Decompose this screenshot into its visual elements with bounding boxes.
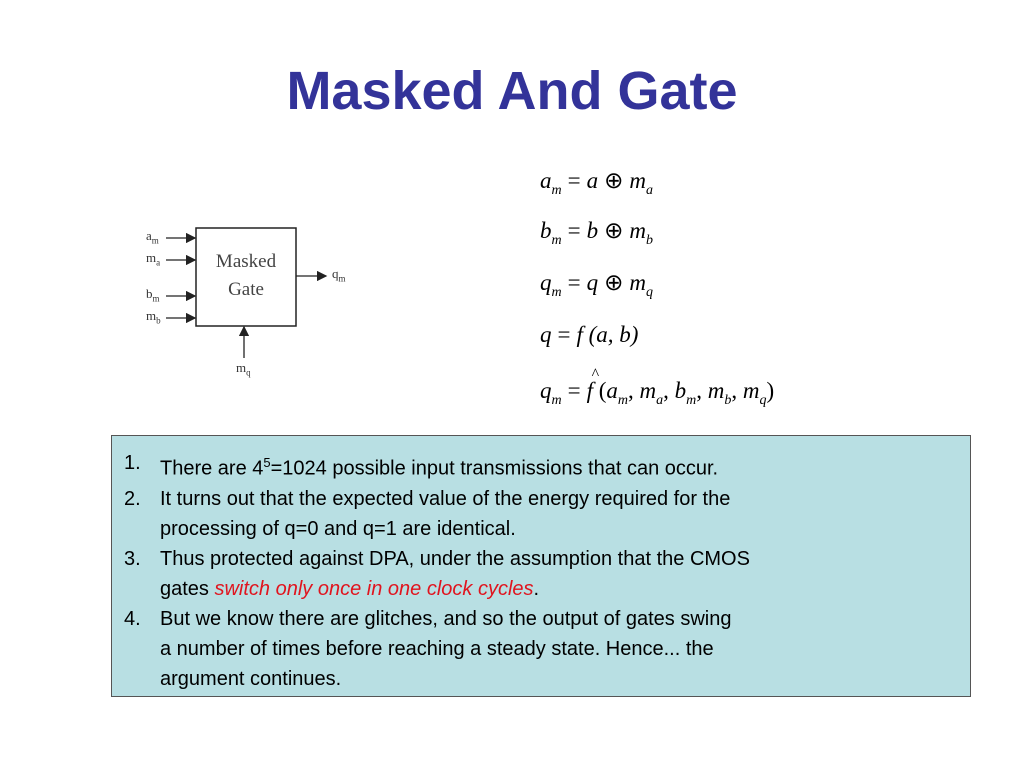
notes-box: 1. There are 45=1024 possible input tran… xyxy=(111,435,971,697)
note-number: 4. xyxy=(124,607,141,630)
output-label-qm: qm xyxy=(332,266,346,284)
note-number: 2. xyxy=(124,487,141,510)
input-label-mb: mb xyxy=(146,308,161,326)
note-item-4: 4. But we know there are glitches, and s… xyxy=(124,604,970,694)
slide-title: Masked And Gate xyxy=(286,61,738,121)
note-item-2: 2. It turns out that the expected value … xyxy=(124,484,970,544)
equation-qm: qm=q⊕mq xyxy=(540,270,654,300)
equation-am: am=a⊕ma xyxy=(540,168,654,198)
gate-diagram-svg xyxy=(166,227,328,358)
notes-list: 1. There are 45=1024 possible input tran… xyxy=(112,436,970,694)
note-item-3: 3. Thus protected against DPA, under the… xyxy=(124,544,970,604)
gate-label-line1: Masked xyxy=(215,251,277,272)
masked-gate-diagram: Masked Gate am ma bm mb qm mq xyxy=(140,220,370,390)
equation-bm: bm=b⊕mb xyxy=(540,218,654,248)
equation-qm-masked-function: qm=f (am, ma, bm, mb, mq) xyxy=(540,366,774,409)
highlighted-assumption: switch only once in one clock cycles xyxy=(214,577,534,600)
input-label-ma: ma xyxy=(146,250,161,268)
note-number: 3. xyxy=(124,547,141,570)
note-number: 1. xyxy=(124,452,141,474)
input-label-mq: mq xyxy=(236,360,251,378)
input-label-bm: bm xyxy=(146,286,160,304)
gate-label: Masked Gate xyxy=(196,248,296,304)
gate-box xyxy=(195,227,297,327)
note-item-1: 1. There are 45=1024 possible input tran… xyxy=(124,448,970,484)
equation-q-function: q=f (a, b) xyxy=(540,322,639,347)
gate-label-line2: Gate xyxy=(228,279,264,300)
input-label-am: am xyxy=(146,228,159,246)
